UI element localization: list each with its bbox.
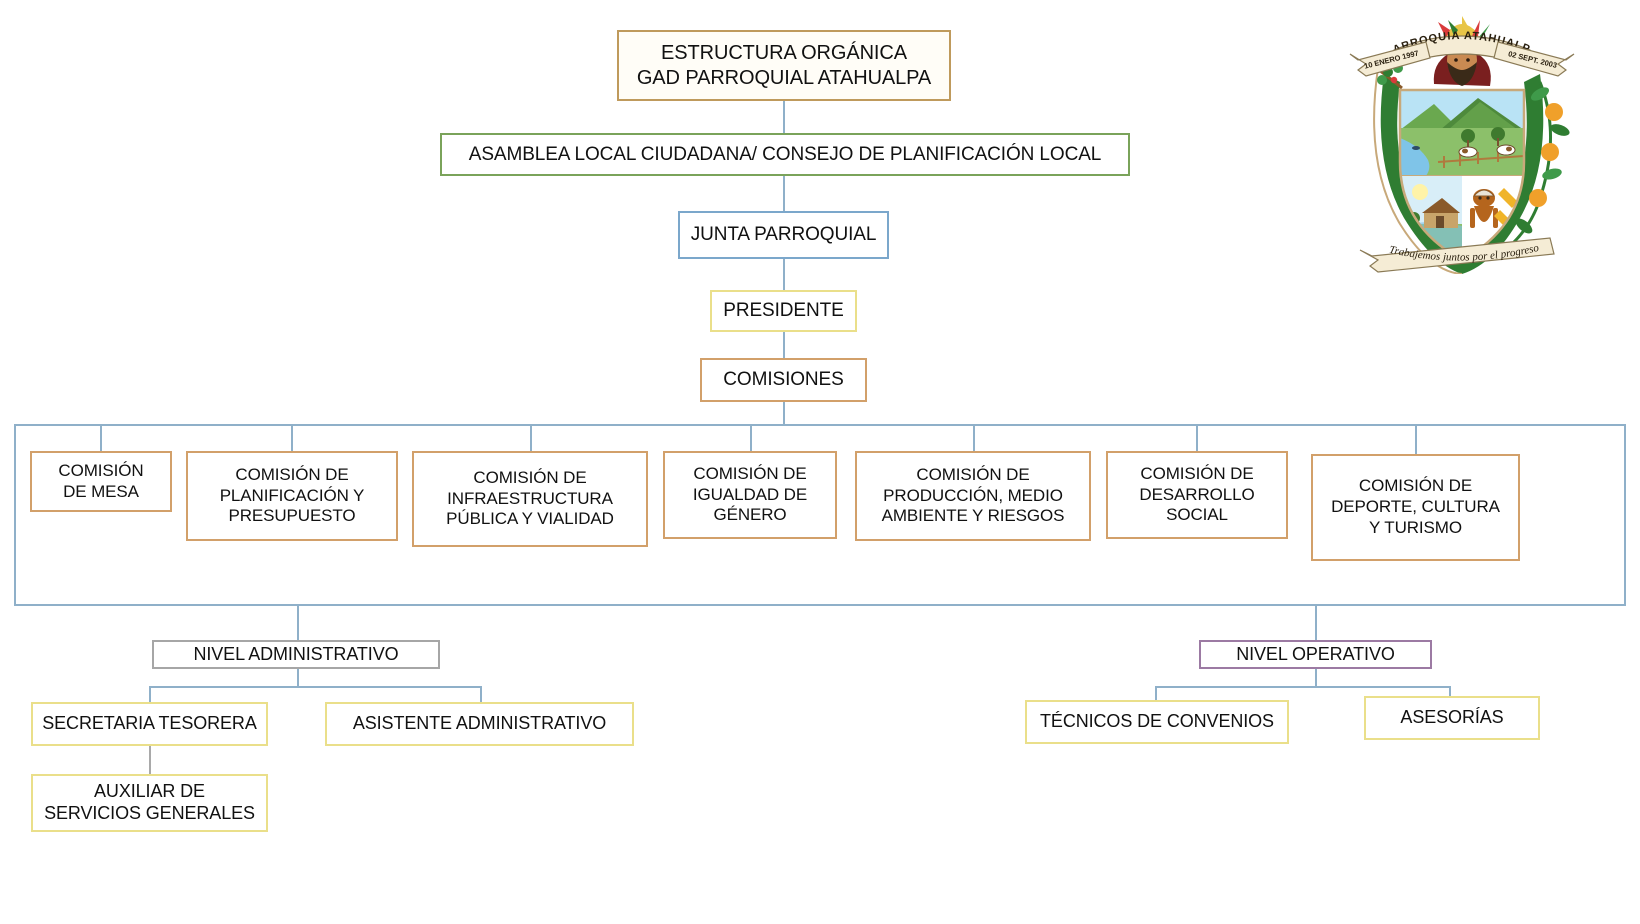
- connector-frame-to-infraestructura: [530, 424, 532, 452]
- title-box: ESTRUCTURA ORGÁNICA GAD PARROQUIAL ATAHU…: [617, 30, 951, 101]
- connector-title-to-assembly: [783, 100, 785, 133]
- commission-box-infraestructura: COMISIÓN DE INFRAESTRUCTURA PÚBLICA Y VI…: [412, 451, 648, 547]
- connector-assembly-to-junta: [783, 175, 785, 211]
- connector-frame-to-nivel-operativo: [1315, 606, 1317, 640]
- connector-junta-to-presidente: [783, 258, 785, 290]
- node-asistente-administrativo: ASISTENTE ADMINISTRATIVO: [325, 702, 634, 746]
- commission-box-igualdad: COMISIÓN DE IGUALDAD DE GÉNERO: [663, 451, 837, 539]
- commission-box-produccion: COMISIÓN DE PRODUCCIÓN, MEDIO AMBIENTE Y…: [855, 451, 1091, 541]
- connector-admin-stem: [297, 668, 299, 686]
- connector-admin-to-secretaria: [149, 686, 151, 703]
- commission-box-planificacion: COMISIÓN DE PLANIFICACIÓN Y PRESUPUESTO: [186, 451, 398, 541]
- connector-frame-to-produccion: [973, 424, 975, 452]
- connector-secretaria-to-auxiliar: [149, 745, 151, 774]
- node-asesorias: ASESORÍAS: [1364, 696, 1540, 740]
- connector-frame-to-mesa: [100, 424, 102, 452]
- connector-presidente-to-comisiones: [783, 331, 785, 359]
- connector-admin-to-asistente: [480, 686, 482, 703]
- commission-box-desarrollo: COMISIÓN DE DESARROLLO SOCIAL: [1106, 451, 1288, 539]
- emblem-right-banner: 02 SEPT. 2003: [1493, 41, 1575, 77]
- connector-frame-to-deporte: [1415, 424, 1417, 455]
- node-presidente: PRESIDENTE: [710, 290, 857, 332]
- connector-frame-to-desarrollo: [1196, 424, 1198, 452]
- node-secretaria-tesorera: SECRETARIA TESORERA: [31, 702, 268, 746]
- commissions-frame: [14, 424, 1626, 606]
- node-junta-parroquial: JUNTA PARROQUIAL: [678, 211, 889, 259]
- node-nivel-administrativo: NIVEL ADMINISTRATIVO: [152, 640, 440, 669]
- connector-frame-to-igualdad: [750, 424, 752, 452]
- connector-comisiones-to-frame: [783, 401, 785, 425]
- commission-box-mesa: COMISIÓN DE MESA: [30, 451, 172, 512]
- connector-admin-bus: [149, 686, 482, 688]
- node-nivel-operativo: NIVEL OPERATIVO: [1199, 640, 1432, 669]
- commission-box-deporte: COMISIÓN DE DEPORTE, CULTURA Y TURISMO: [1311, 454, 1520, 561]
- connector-frame-to-nivel-administrativo: [297, 606, 299, 640]
- connector-operativo-to-tecnicos: [1155, 686, 1157, 700]
- node-auxiliar-servicios-generales: AUXILIAR DE SERVICIOS GENERALES: [31, 774, 268, 832]
- connector-operativo-stem: [1315, 668, 1317, 686]
- connector-operativo-bus: [1155, 686, 1451, 688]
- connector-frame-to-planificacion: [291, 424, 293, 452]
- connector-operativo-to-asesorias: [1449, 686, 1451, 696]
- node-comisiones: COMISIONES: [700, 358, 867, 402]
- node-asamblea-local: ASAMBLEA LOCAL CIUDADANA/ CONSEJO DE PLA…: [440, 133, 1130, 176]
- parroquia-atahualpa-emblem: PARROQUIA ATAHUALPA 10 ENERO 1997 02 SEP…: [1328, 12, 1584, 274]
- node-tecnicos-de-convenios: TÉCNICOS DE CONVENIOS: [1025, 700, 1289, 744]
